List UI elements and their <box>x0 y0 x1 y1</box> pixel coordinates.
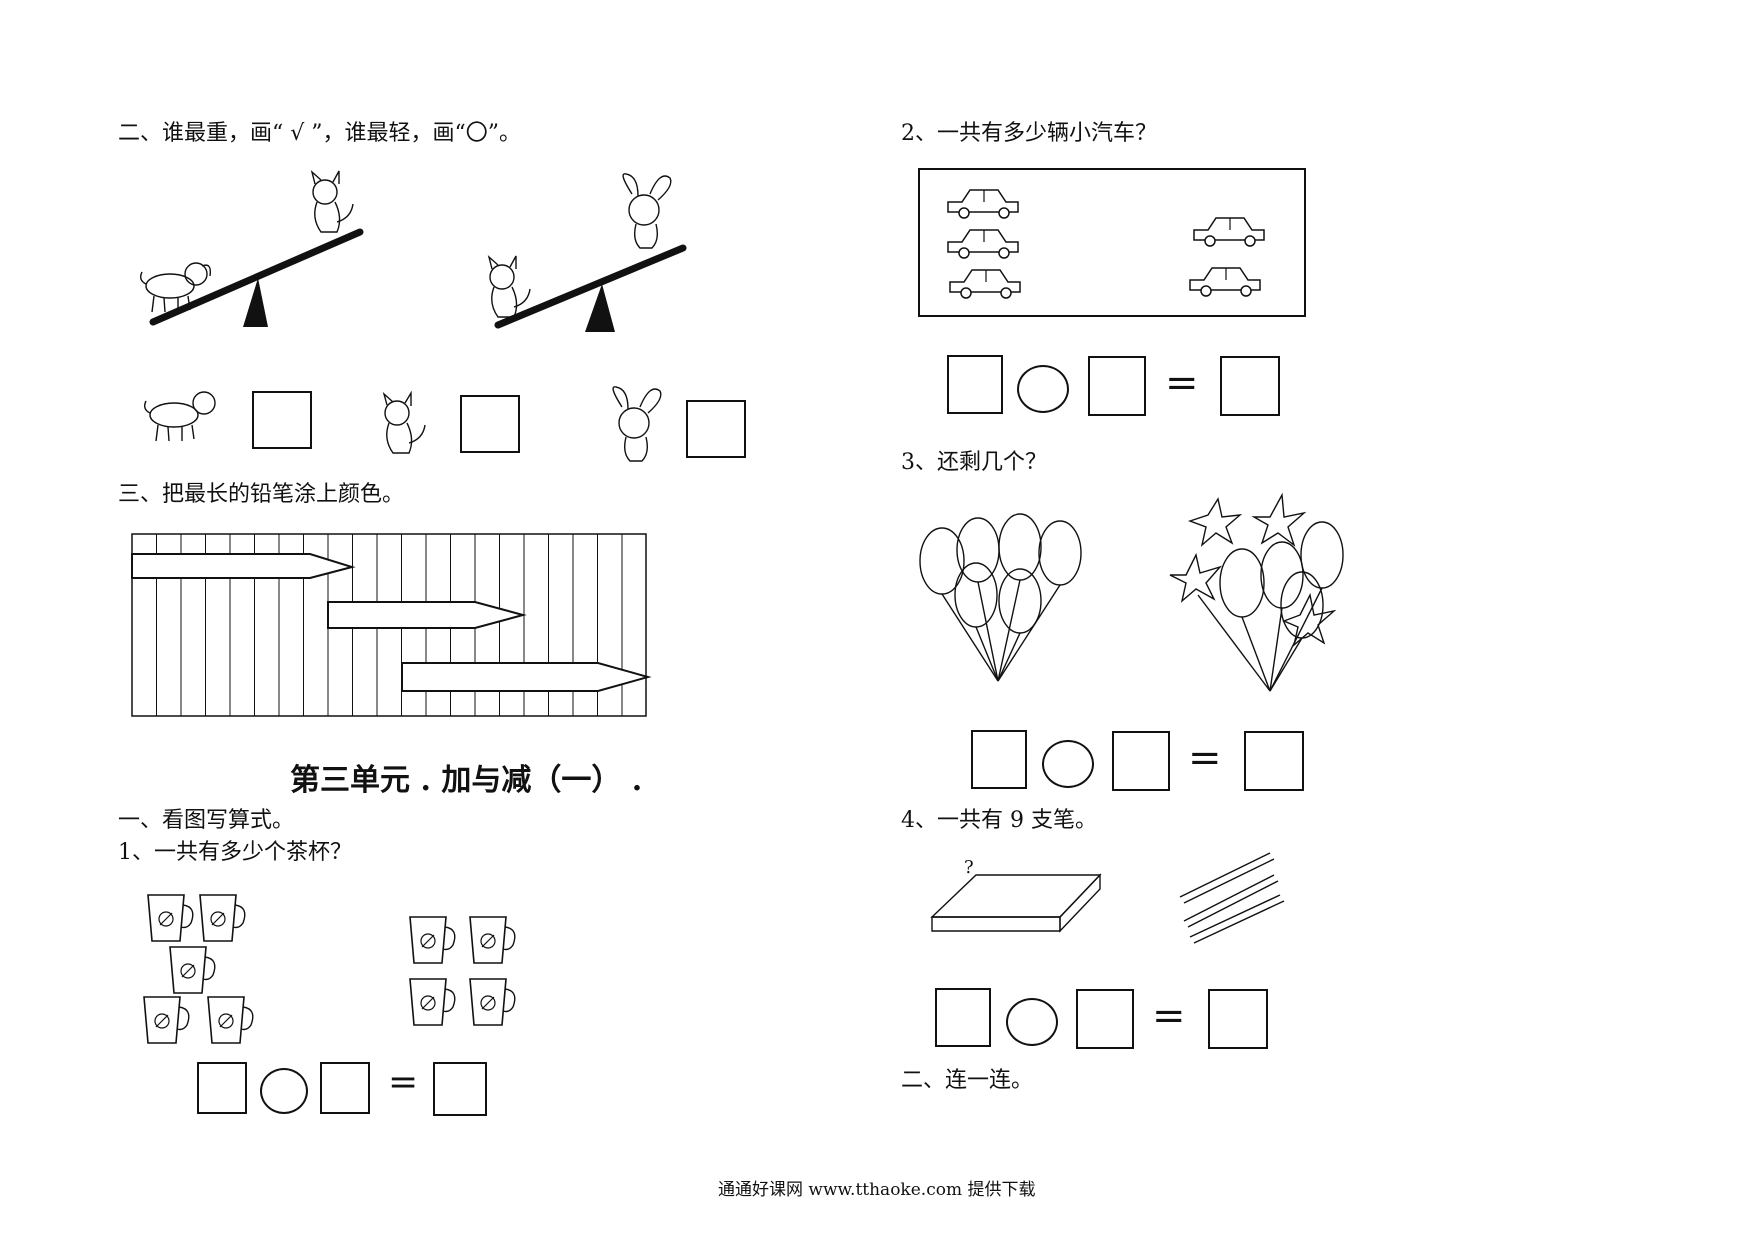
operator-circle[interactable] <box>1042 740 1094 788</box>
operator-circle[interactable] <box>1006 998 1058 1046</box>
cup-icon <box>199 894 246 942</box>
section-2-heading: 二、连一连。 <box>901 1068 1034 1093</box>
result-box[interactable] <box>1220 356 1280 416</box>
rabbit-answer-icon <box>612 386 662 462</box>
balloon-icon <box>997 520 1082 682</box>
operand-box[interactable] <box>935 988 991 1047</box>
balloons-figure <box>919 492 1344 692</box>
car-icon <box>1189 267 1261 297</box>
pencil-icon[interactable] <box>327 601 527 629</box>
operand-box[interactable] <box>947 355 1003 414</box>
equals-sign: = <box>1165 360 1199 406</box>
cat-answer-box[interactable] <box>460 395 520 453</box>
cup-icon <box>409 916 456 964</box>
cup-icon <box>469 978 516 1026</box>
balloon-icon <box>997 513 1042 682</box>
balloon-icon <box>1260 541 1304 692</box>
pencil-grid <box>131 533 652 717</box>
pencil-icon <box>1189 894 1285 944</box>
question-1-heading: 1、一共有多少个茶杯？ <box>118 840 352 865</box>
operand-box[interactable] <box>1076 989 1134 1049</box>
star-icon <box>1187 497 1243 547</box>
balloon-bunch-left <box>919 513 1082 682</box>
car-icon <box>1193 217 1265 247</box>
equals-sign: = <box>1188 735 1222 781</box>
section-1-heading: 一、看图写算式。 <box>118 808 295 833</box>
seesaw-icon <box>494 244 687 332</box>
rabbit-icon <box>612 386 662 462</box>
cat-icon <box>310 169 354 233</box>
seesaw-figure-2 <box>487 173 687 332</box>
result-box[interactable] <box>1244 731 1304 791</box>
rabbit-icon <box>622 173 672 249</box>
operand-box[interactable] <box>320 1062 370 1114</box>
star-icon <box>1282 592 1337 647</box>
question-3-remaining-heading: 3、还剩几个？ <box>901 450 1047 475</box>
operand-box[interactable] <box>1112 731 1170 791</box>
question-3-heading: 三、把最长的铅笔涂上颜色。 <box>118 482 405 507</box>
star-icon <box>1169 552 1223 603</box>
equals-sign: = <box>1152 993 1186 1039</box>
cars-figure <box>918 168 1306 317</box>
dog-icon <box>139 262 212 313</box>
balloon-bunch-right <box>1169 492 1344 692</box>
seesaw-figure-1 <box>139 169 364 327</box>
footer-credit[interactable]: 通通好课网 www.tthaoke.com 提供下载 <box>718 1180 1036 1200</box>
cars-frame <box>918 168 1306 317</box>
cat-icon <box>382 390 426 454</box>
operand-box[interactable] <box>971 730 1027 789</box>
pencil-icon[interactable] <box>401 662 652 692</box>
seesaw-icon <box>149 228 364 327</box>
balloon-icon <box>956 517 1000 682</box>
car-icon <box>947 189 1019 219</box>
cup-icon <box>409 978 456 1026</box>
star-icon <box>1251 492 1307 547</box>
operand-box[interactable] <box>1088 356 1146 416</box>
result-box[interactable] <box>1208 989 1268 1049</box>
balloon-icon <box>1269 521 1344 692</box>
cup-icon <box>469 916 516 964</box>
dog-answer-box[interactable] <box>252 391 312 449</box>
pencil-case-icon <box>930 873 1102 933</box>
balloon-icon <box>1219 548 1271 692</box>
pencil-icon <box>1179 852 1275 904</box>
car-icon <box>947 229 1019 259</box>
question-4-heading: 4、一共有 9 支笔。 <box>901 808 1097 833</box>
car-icon <box>949 269 1021 299</box>
operator-circle[interactable] <box>1017 365 1069 413</box>
question-2-heading: 二、谁最重，画“ √ ”，谁最轻，画“〇”。 <box>118 121 521 146</box>
equals-sign: = <box>388 1062 419 1103</box>
cat-answer-icon <box>382 390 426 454</box>
unit-title: 第三单元 . 加与减（一） . <box>290 763 643 798</box>
pencil-icon[interactable] <box>131 553 356 579</box>
pencil-icon <box>1183 874 1279 928</box>
result-box[interactable] <box>433 1062 487 1116</box>
cat-icon <box>487 254 531 318</box>
balloon-icon <box>997 568 1042 682</box>
cup-icon <box>207 996 254 1044</box>
question-2-cars-heading: 2、一共有多少辆小汽车？ <box>901 121 1157 146</box>
cup-icon <box>169 946 216 994</box>
unknown-mark: ? <box>964 857 974 878</box>
dog-answer-icon <box>143 391 216 442</box>
pencils-figure <box>930 852 1285 944</box>
cups-figure <box>143 894 516 1044</box>
operator-circle[interactable] <box>260 1068 308 1114</box>
balloon-icon <box>919 527 999 682</box>
balloon-icon <box>954 562 999 682</box>
cup-icon <box>147 894 194 942</box>
cup-icon <box>143 996 190 1044</box>
operand-box[interactable] <box>197 1062 247 1114</box>
dog-icon <box>143 391 216 442</box>
rabbit-answer-box[interactable] <box>686 400 746 458</box>
